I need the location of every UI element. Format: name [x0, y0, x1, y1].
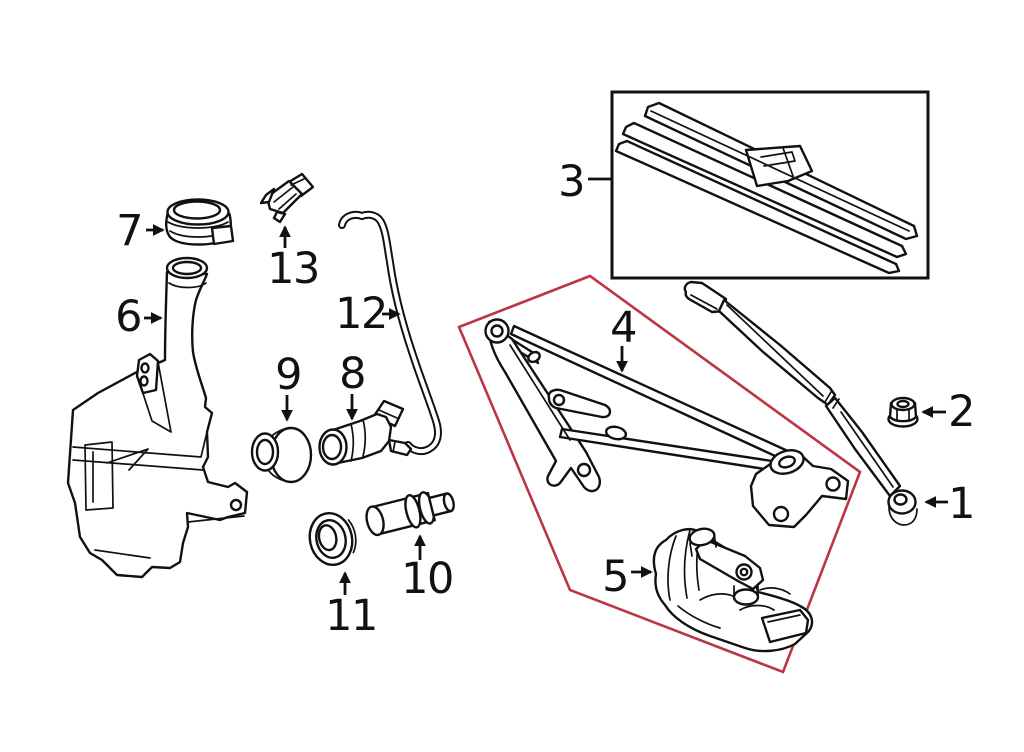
callout-1: 1: [924, 479, 975, 529]
wiper-linkage-drawing: [484, 318, 850, 529]
wiper-blade-box: [610, 90, 930, 280]
callout-13-number: 13: [267, 244, 319, 294]
callout-2-number: 2: [948, 387, 974, 437]
level-sensor-drawing: [259, 172, 315, 224]
callout-5-number: 5: [602, 552, 628, 602]
callout-12: 12: [335, 289, 401, 339]
callout-4-number: 4: [610, 303, 636, 353]
wiper-blade-drawing: [614, 101, 919, 275]
reservoir-grommet-drawing: [308, 511, 357, 567]
callout-10-number: 10: [401, 554, 453, 604]
wiper-arm-nut-drawing: [887, 396, 919, 428]
callout-6: 6: [115, 292, 163, 342]
callout-1-number: 1: [948, 479, 974, 529]
washer-pump-drawing: [318, 399, 413, 466]
reservoir-cap-drawing: [164, 198, 235, 246]
callout-11: 11: [325, 571, 378, 641]
callout-9: 9: [275, 350, 302, 422]
callout-3: 3: [558, 157, 612, 207]
callouts: 1 2 3 4 5 6 7 8: [115, 157, 975, 641]
wiper-motor-drawing: [652, 527, 814, 653]
callout-2: 2: [921, 387, 975, 437]
wiper-arm-drawing: [683, 280, 918, 526]
callout-10: 10: [401, 534, 454, 604]
highlight-region-outline: [457, 274, 862, 674]
callout-8: 8: [339, 349, 366, 421]
callout-7-number: 7: [116, 206, 142, 256]
washer-filter-drawing: [365, 491, 455, 537]
pump-grommet-drawing: [250, 426, 313, 484]
callout-5: 5: [602, 552, 653, 602]
callout-3-number: 3: [558, 157, 584, 207]
callout-4: 4: [610, 303, 637, 373]
callout-11-number: 11: [325, 591, 377, 641]
callout-6-number: 6: [115, 292, 141, 342]
callout-12-number: 12: [335, 289, 387, 339]
callout-8-number: 8: [339, 349, 365, 399]
callout-13: 13: [267, 225, 320, 294]
callout-9-number: 9: [275, 350, 301, 400]
washer-reservoir-drawing: [66, 256, 249, 579]
callout-7: 7: [116, 206, 165, 256]
